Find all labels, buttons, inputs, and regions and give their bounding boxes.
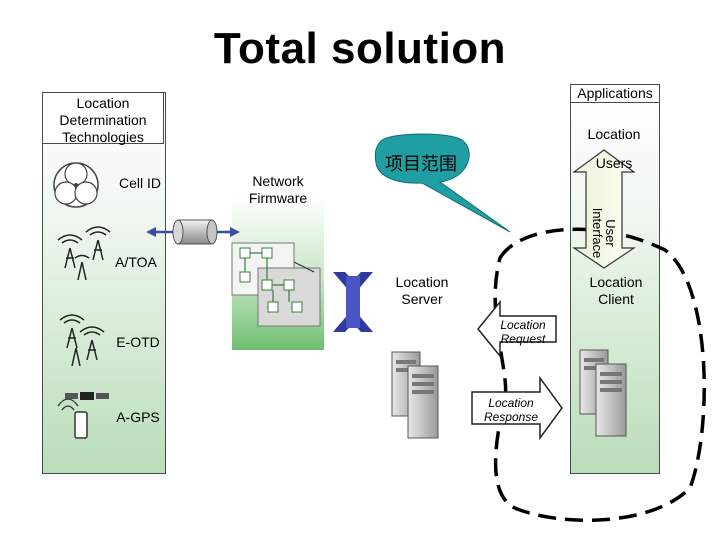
agps-label: A-GPS bbox=[116, 409, 160, 425]
page-title: Total solution bbox=[213, 24, 507, 73]
network-server-link bbox=[333, 272, 373, 332]
user-interface-arrow bbox=[572, 149, 636, 269]
location-response-arrow bbox=[471, 375, 563, 441]
location-request-label: Location Request bbox=[500, 318, 546, 346]
location-technologies-panel bbox=[42, 92, 166, 474]
cell-id-label: Cell ID bbox=[118, 175, 161, 191]
applications-users-label: Users bbox=[595, 155, 633, 171]
location-client-label: Location Client bbox=[589, 274, 643, 307]
network-firmware-icon bbox=[231, 242, 321, 327]
location-client-icon bbox=[579, 349, 627, 437]
user-interface-label: User Interface bbox=[590, 207, 618, 259]
applications-location-label: Location bbox=[587, 126, 641, 142]
scope-callout-label: 项目范围 bbox=[385, 154, 457, 175]
atoa-label: A/TOA bbox=[115, 254, 157, 270]
location-request-arrow bbox=[477, 299, 557, 359]
applications-header: Applications bbox=[570, 84, 660, 103]
location-server-icon bbox=[391, 351, 439, 439]
network-connector-cylinder bbox=[146, 219, 240, 245]
eotd-towers-icon bbox=[59, 314, 105, 367]
scope-callout bbox=[374, 133, 511, 233]
agps-satellite-icon bbox=[57, 392, 109, 439]
cell-id-icon bbox=[53, 162, 99, 208]
eotd-label: E-OTD bbox=[116, 334, 160, 350]
location-response-label: Location Response bbox=[483, 396, 539, 424]
location-server-label: Location Server bbox=[395, 274, 449, 307]
location-technologies-header: Location Determination Technologies bbox=[42, 92, 164, 145]
network-firmware-label: Network Firmware bbox=[248, 173, 308, 206]
location-technologies-header-text: Location Determination Technologies bbox=[59, 95, 147, 145]
atoa-towers-icon bbox=[57, 226, 111, 281]
